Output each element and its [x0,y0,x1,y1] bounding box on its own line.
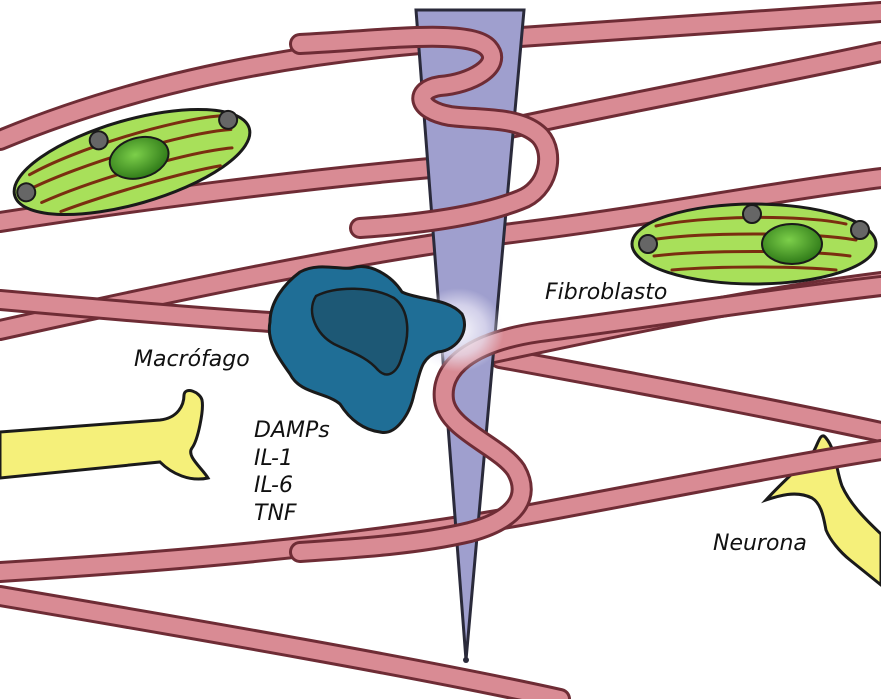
mediator-il1: IL-1 [254,445,330,473]
mediator-tnf: TNF [254,500,330,528]
mediator-damps: DAMPs [254,417,330,445]
neuron-label: Neurona [713,533,807,555]
fibroblast-label: Fibroblasto [545,282,667,304]
inflammatory-mediators-list: DAMPs IL-1 IL-6 TNF [254,417,330,527]
neuron-terminal-left [0,391,208,480]
mediator-il6: IL-6 [254,472,330,500]
macrophage-label: Macrófago [134,349,250,371]
fibroblast-cell-left [3,88,261,236]
fibroblast-nucleus-right [762,224,822,264]
fibroblast-cell-right [632,204,876,284]
